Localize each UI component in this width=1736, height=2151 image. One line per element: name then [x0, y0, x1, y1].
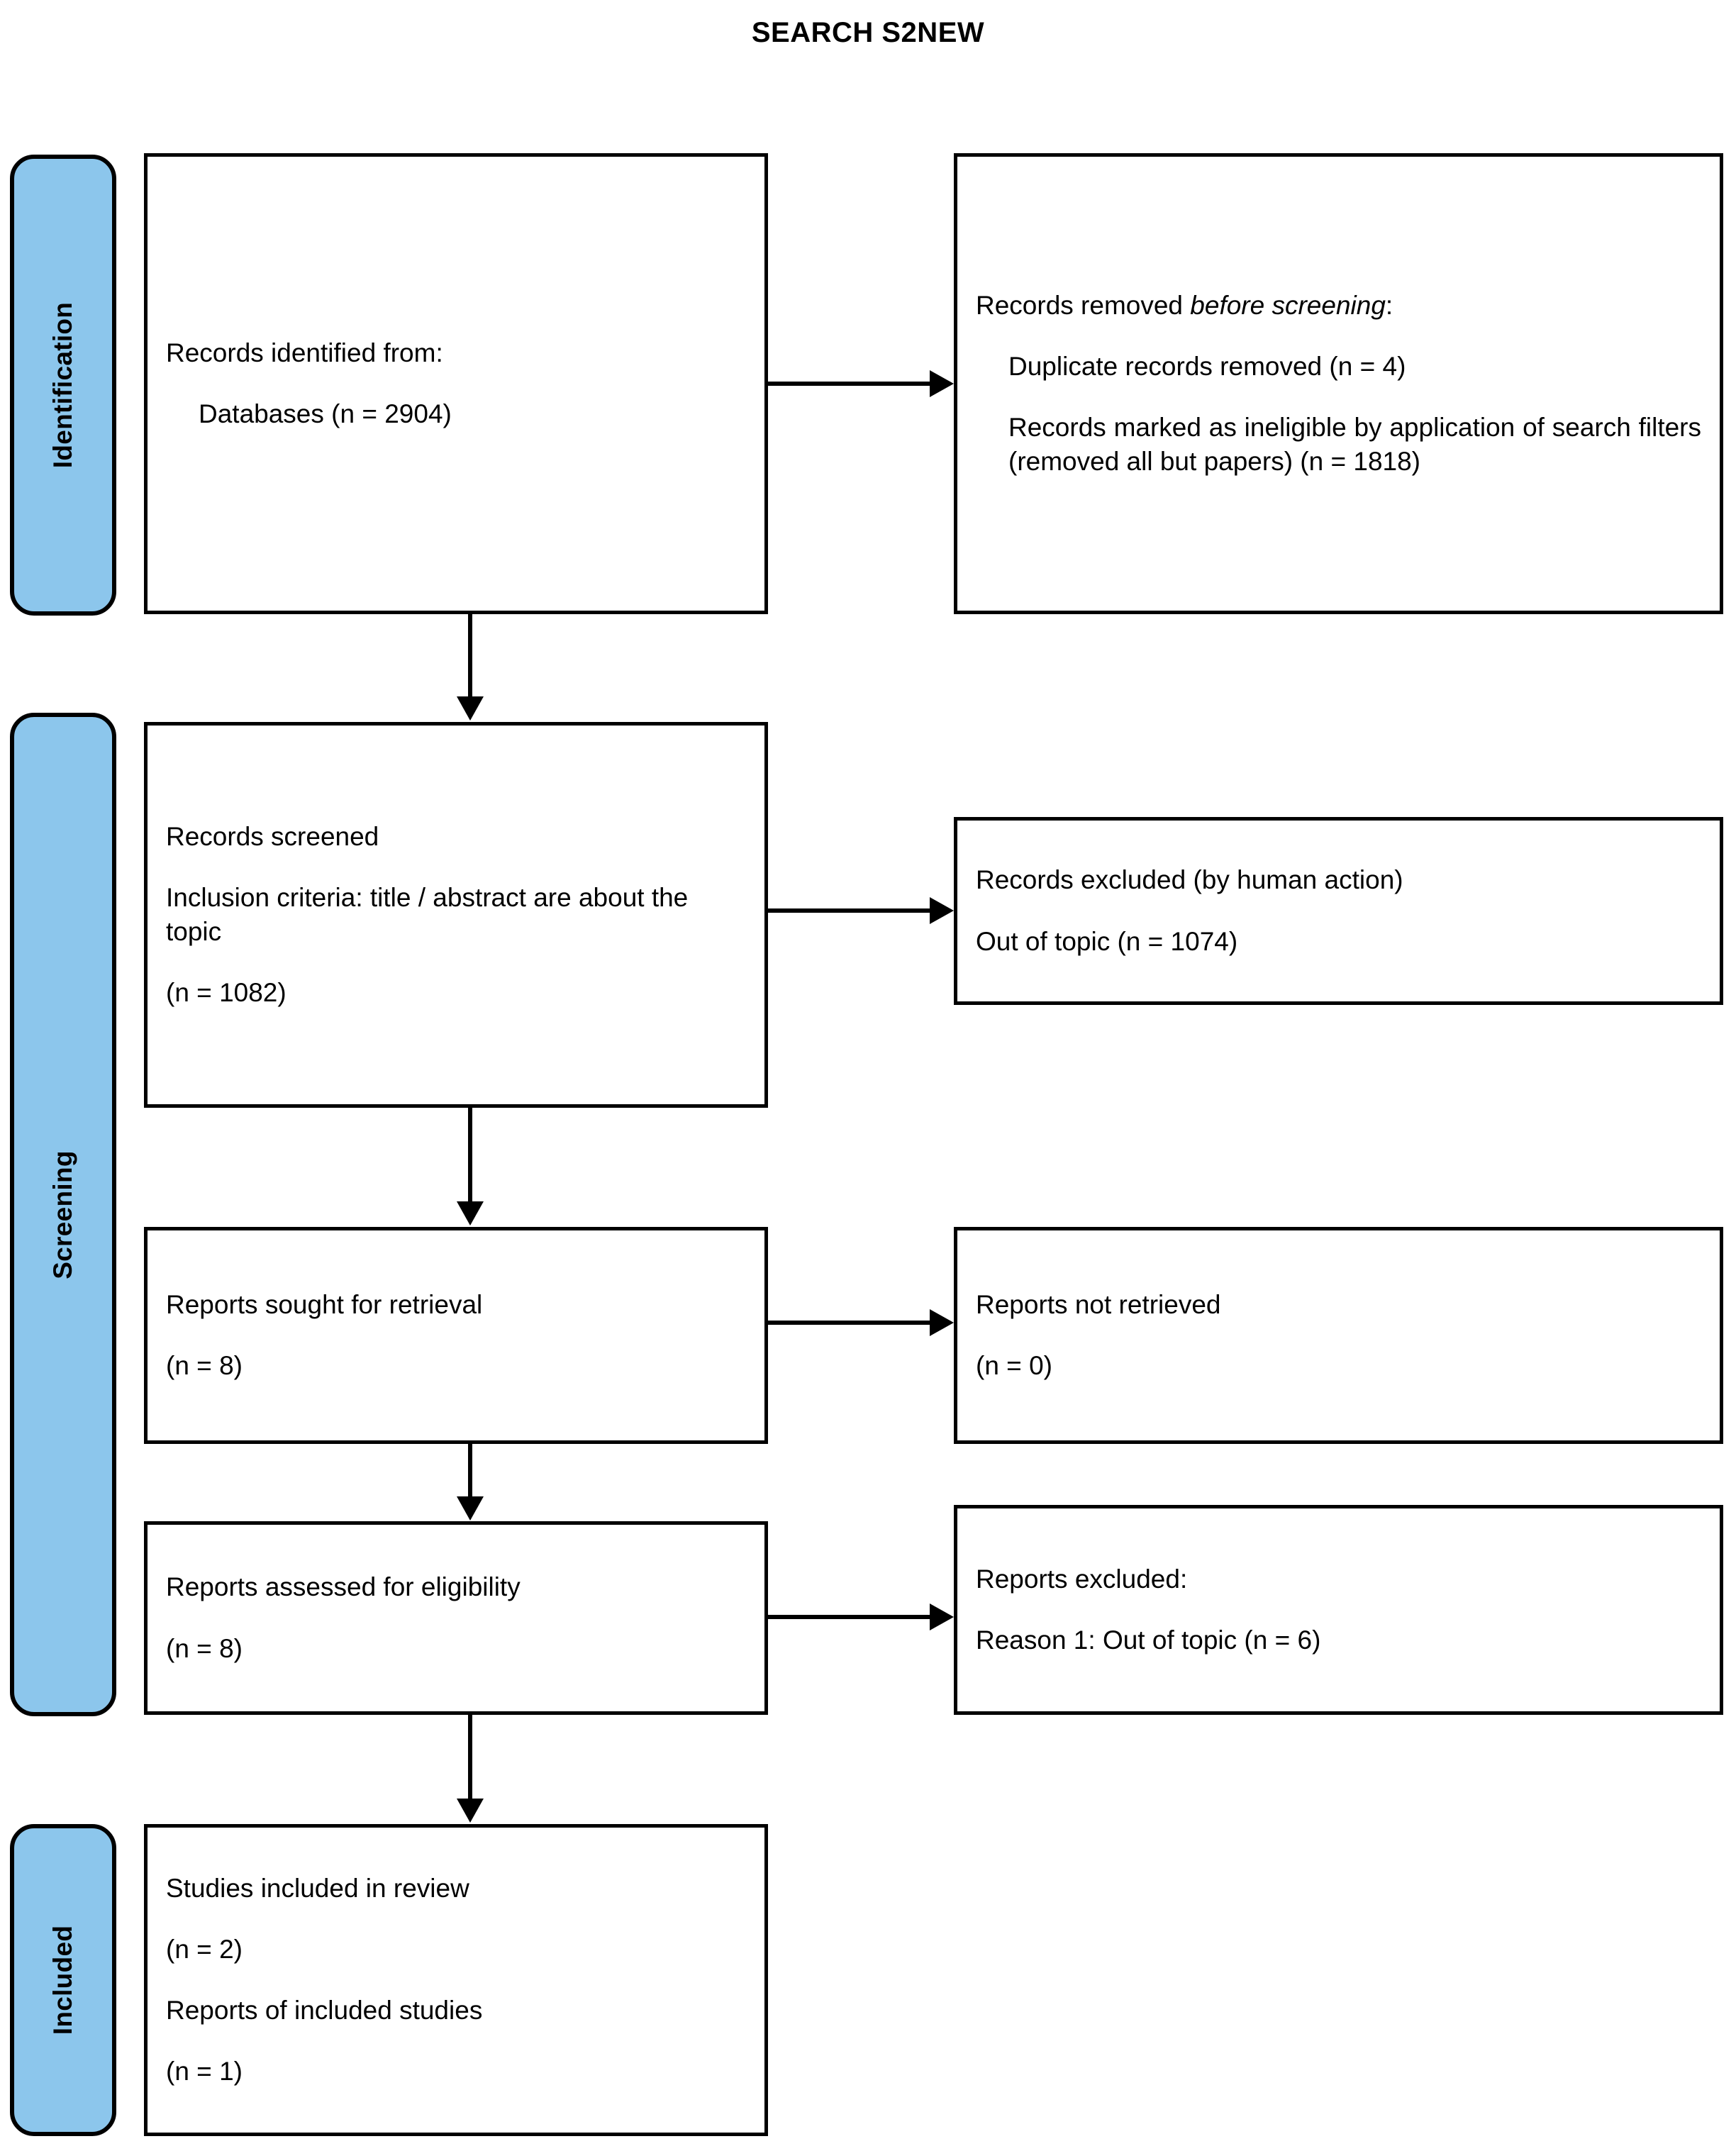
connector-screened-to-excluded — [768, 908, 931, 913]
connector-identified-to-removed — [768, 382, 931, 386]
connector-sought-to-assessed — [468, 1444, 472, 1498]
records-identified-line1: Records identified from: — [166, 338, 443, 367]
stage-bar-included: Included — [10, 1824, 116, 2136]
arrowhead-assessed-to-included — [457, 1799, 484, 1823]
reports-not-retrieved-line1: Reports not retrieved — [976, 1289, 1221, 1319]
box-records-screened: Records screened Inclusion criteria: tit… — [144, 722, 768, 1108]
arrowhead-screened-to-sought — [457, 1201, 484, 1225]
stage-label-identification: Identification — [48, 301, 77, 469]
reports-assessed-line2: (n = 8) — [166, 1633, 243, 1663]
connector-screened-to-sought — [468, 1108, 472, 1203]
records-removed-heading-suffix: : — [1385, 290, 1393, 320]
arrowhead-sought-to-assessed — [457, 1496, 484, 1521]
records-removed-item2: Records marked as ineligible by applicat… — [1008, 413, 1701, 477]
reports-sought-line2: (n = 8) — [166, 1351, 243, 1380]
box-reports-sought: Reports sought for retrieval (n = 8) — [144, 1227, 768, 1444]
records-screened-line2: Inclusion criteria: title / abstract are… — [166, 882, 689, 946]
box-studies-included: Studies included in review (n = 2) Repor… — [144, 1824, 768, 2136]
reports-excluded-line1: Reports excluded: — [976, 1564, 1188, 1594]
page-title: SEARCH S2NEW — [751, 17, 985, 48]
records-excluded-line2: Out of topic (n = 1074) — [976, 926, 1238, 956]
records-excluded-line1: Records excluded (by human action) — [976, 865, 1403, 895]
box-records-identified: Records identified from: Databases (n = … — [144, 153, 768, 614]
arrowhead-identified-to-removed — [930, 370, 954, 397]
box-reports-excluded: Reports excluded: Reason 1: Out of topic… — [954, 1505, 1723, 1715]
records-screened-line3: (n = 1082) — [166, 978, 286, 1008]
reports-assessed-line1: Reports assessed for eligibility — [166, 1572, 521, 1602]
connector-sought-to-not-retrieved — [768, 1321, 931, 1325]
records-removed-heading: Records removed before screening: — [976, 289, 1701, 323]
box-records-excluded: Records excluded (by human action) Out o… — [954, 817, 1723, 1005]
connector-assessed-to-included — [468, 1715, 472, 1800]
stage-bar-screening: Screening — [10, 713, 116, 1716]
stage-label-screening: Screening — [48, 1150, 77, 1279]
records-identified-line2: Databases (n = 2904) — [199, 399, 452, 428]
reports-not-retrieved-line2: (n = 0) — [976, 1351, 1052, 1380]
arrowhead-identified-to-screened — [457, 696, 484, 721]
box-reports-assessed: Reports assessed for eligibility (n = 8) — [144, 1521, 768, 1715]
stage-label-included: Included — [48, 1925, 77, 2035]
studies-included-line1: Studies included in review — [166, 1873, 469, 1903]
box-reports-not-retrieved: Reports not retrieved (n = 0) — [954, 1227, 1723, 1444]
records-removed-heading-italic: before screening — [1190, 290, 1386, 320]
connector-assessed-to-excluded — [768, 1615, 931, 1619]
studies-included-line2: (n = 2) — [166, 1934, 243, 1964]
reports-sought-line1: Reports sought for retrieval — [166, 1289, 483, 1319]
records-screened-line1: Records screened — [166, 821, 379, 851]
records-removed-heading-prefix: Records removed — [976, 290, 1191, 320]
arrowhead-sought-to-not-retrieved — [930, 1309, 954, 1336]
connector-identified-to-screened — [468, 614, 472, 698]
reports-excluded-line2: Reason 1: Out of topic (n = 6) — [976, 1625, 1321, 1655]
box-records-removed: Records removed before screening: Duplic… — [954, 153, 1723, 614]
stage-bar-identification: Identification — [10, 155, 116, 616]
studies-included-line4: (n = 1) — [166, 2057, 243, 2086]
studies-included-line3: Reports of included studies — [166, 1996, 483, 2025]
arrowhead-assessed-to-excluded — [930, 1603, 954, 1630]
arrowhead-screened-to-excluded — [930, 897, 954, 924]
records-removed-item1: Duplicate records removed (n = 4) — [1008, 351, 1406, 381]
